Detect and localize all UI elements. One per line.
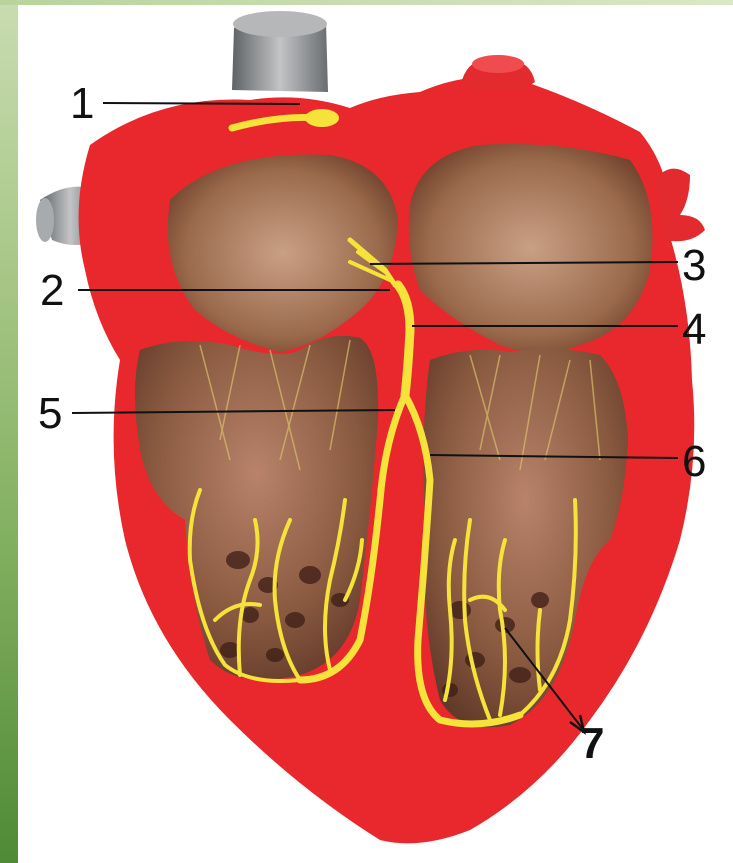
vessel-opening [36,198,54,242]
sa-node-body [305,109,339,127]
label-3: 3 [682,241,706,290]
label-1: 1 [70,79,94,128]
label-6: 6 [682,437,706,486]
label-2: 2 [40,266,64,315]
vessel-opening [233,11,327,37]
aorta-opening [472,55,524,73]
label-7: 7 [580,719,604,768]
label-4: 4 [682,305,706,354]
label-5: 5 [38,389,62,438]
leader-line-1 [103,103,300,104]
